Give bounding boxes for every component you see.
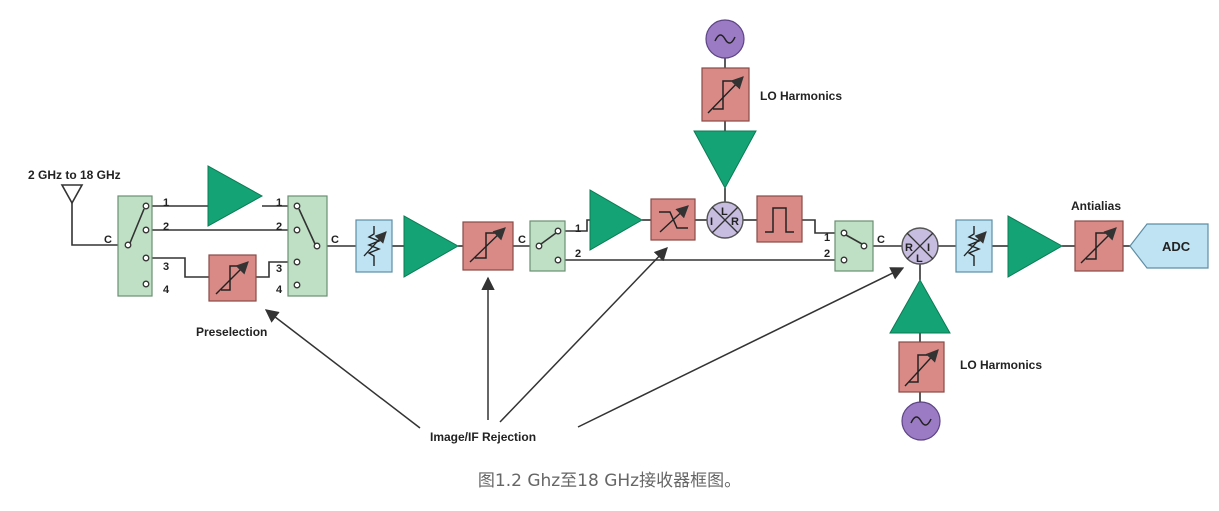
mixer-1 <box>706 201 744 239</box>
switch-4-spdt <box>834 220 874 272</box>
preselection-tunable-filter <box>208 254 257 302</box>
amplifier-3 <box>589 189 644 251</box>
bottom-lo-harmonic-filter <box>898 341 945 393</box>
input-range-label: 2 GHz to 18 GHz <box>28 168 121 182</box>
switch-3-spdt <box>529 220 566 272</box>
bottom-local-oscillator <box>901 401 941 441</box>
mixer-1-rf-port: R <box>731 216 739 228</box>
lo-harmonics-bottom-label: LO Harmonics <box>960 358 1042 372</box>
switch-3-pin-2: 2 <box>575 248 581 260</box>
preselection-label: Preselection <box>196 325 267 339</box>
top-local-oscillator <box>705 19 745 59</box>
switch-4-common-pin: C <box>877 234 885 246</box>
adc-block <box>1129 223 1209 269</box>
bottom-lo-amplifier <box>889 278 951 334</box>
switch-1-pin-4: 4 <box>163 284 170 296</box>
mixer-2-if-port: I <box>927 242 930 254</box>
switch-3-common-pin: C <box>518 234 526 246</box>
signal-wires <box>71 58 1130 403</box>
switch-1-pin-1: 1 <box>163 197 169 209</box>
switch-1-sp4t <box>117 195 153 297</box>
switch-1-common-pin: C <box>104 234 112 246</box>
top-lo-amplifier <box>693 130 757 190</box>
variable-attenuator-2 <box>955 219 993 273</box>
adc-label: ADC <box>1162 239 1191 254</box>
receiver-block-diagram: 2 GHz to 18 GHz C 1 2 3 4 Preselection 1… <box>28 19 1209 444</box>
switch-4-pin-1: 1 <box>824 232 830 244</box>
amplifier-4 <box>1007 215 1064 278</box>
switch-2-pin-2: 2 <box>276 221 282 233</box>
switch-2-pin-1: 1 <box>276 197 282 209</box>
amplifier-1 <box>207 165 264 227</box>
antialias-label: Antialias <box>1071 199 1121 213</box>
switch-2-sp4t <box>287 195 328 297</box>
image-rejection-tunable-filter <box>462 221 514 271</box>
mixer-2 <box>901 227 939 265</box>
mixer-2-rf-port: R <box>905 242 913 254</box>
switch-2-pin-3: 3 <box>276 263 282 275</box>
switch-2-pin-4: 4 <box>276 284 283 296</box>
mixer-2-lo-port: L <box>916 253 923 265</box>
antenna <box>60 184 84 205</box>
image-if-rejection-arrows <box>264 247 905 429</box>
lo-harmonics-top-label: LO Harmonics <box>760 89 842 103</box>
if-bandpass-filter <box>756 195 803 243</box>
tunable-lowpass-filter <box>650 198 696 241</box>
antialias-tunable-filter <box>1074 220 1124 272</box>
mixer-1-if-port: I <box>710 216 713 228</box>
amplifier-2 <box>403 215 460 278</box>
top-lo-harmonic-filter <box>701 67 750 122</box>
mixer-1-lo-port: L <box>721 206 728 218</box>
switch-1-pin-3: 3 <box>163 261 169 273</box>
switch-2-common-pin: C <box>331 234 339 246</box>
switch-3-pin-1: 1 <box>575 223 581 235</box>
variable-attenuator-1 <box>355 219 393 273</box>
figure-caption: 图1.2 Ghz至18 GHz接收器框图。 <box>477 471 742 491</box>
switch-4-pin-2: 2 <box>824 248 830 260</box>
image-if-rejection-label: Image/IF Rejection <box>430 430 536 444</box>
switch-1-pin-2: 2 <box>163 221 169 233</box>
